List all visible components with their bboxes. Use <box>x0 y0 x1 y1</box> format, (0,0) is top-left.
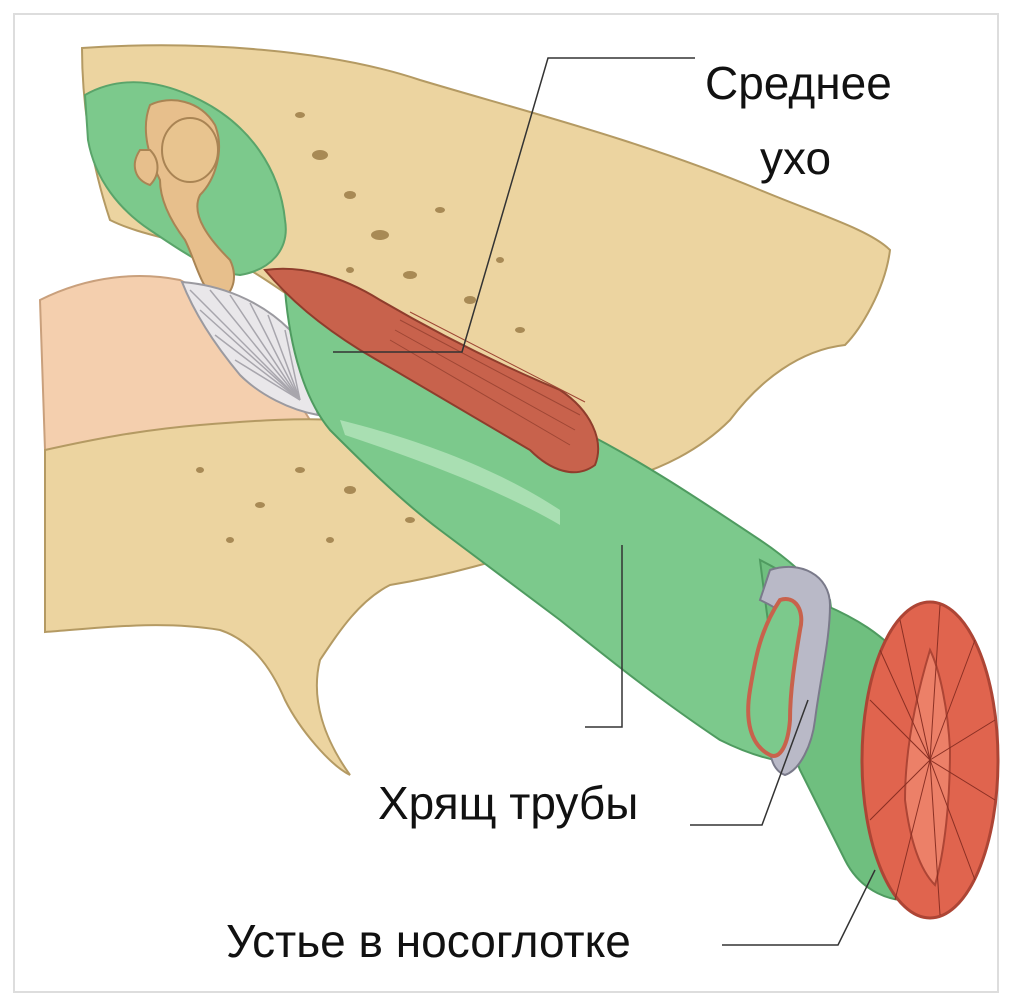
label-middle-ear-line1: Среднее <box>705 60 892 106</box>
label-middle-ear-line2: ухо <box>760 135 831 181</box>
label-tube-cartilage: Хрящ трубы <box>378 780 638 826</box>
nasopharyngeal-orifice <box>862 602 998 918</box>
label-nasopharynx-orifice: Устье в носоглотке <box>226 918 631 964</box>
